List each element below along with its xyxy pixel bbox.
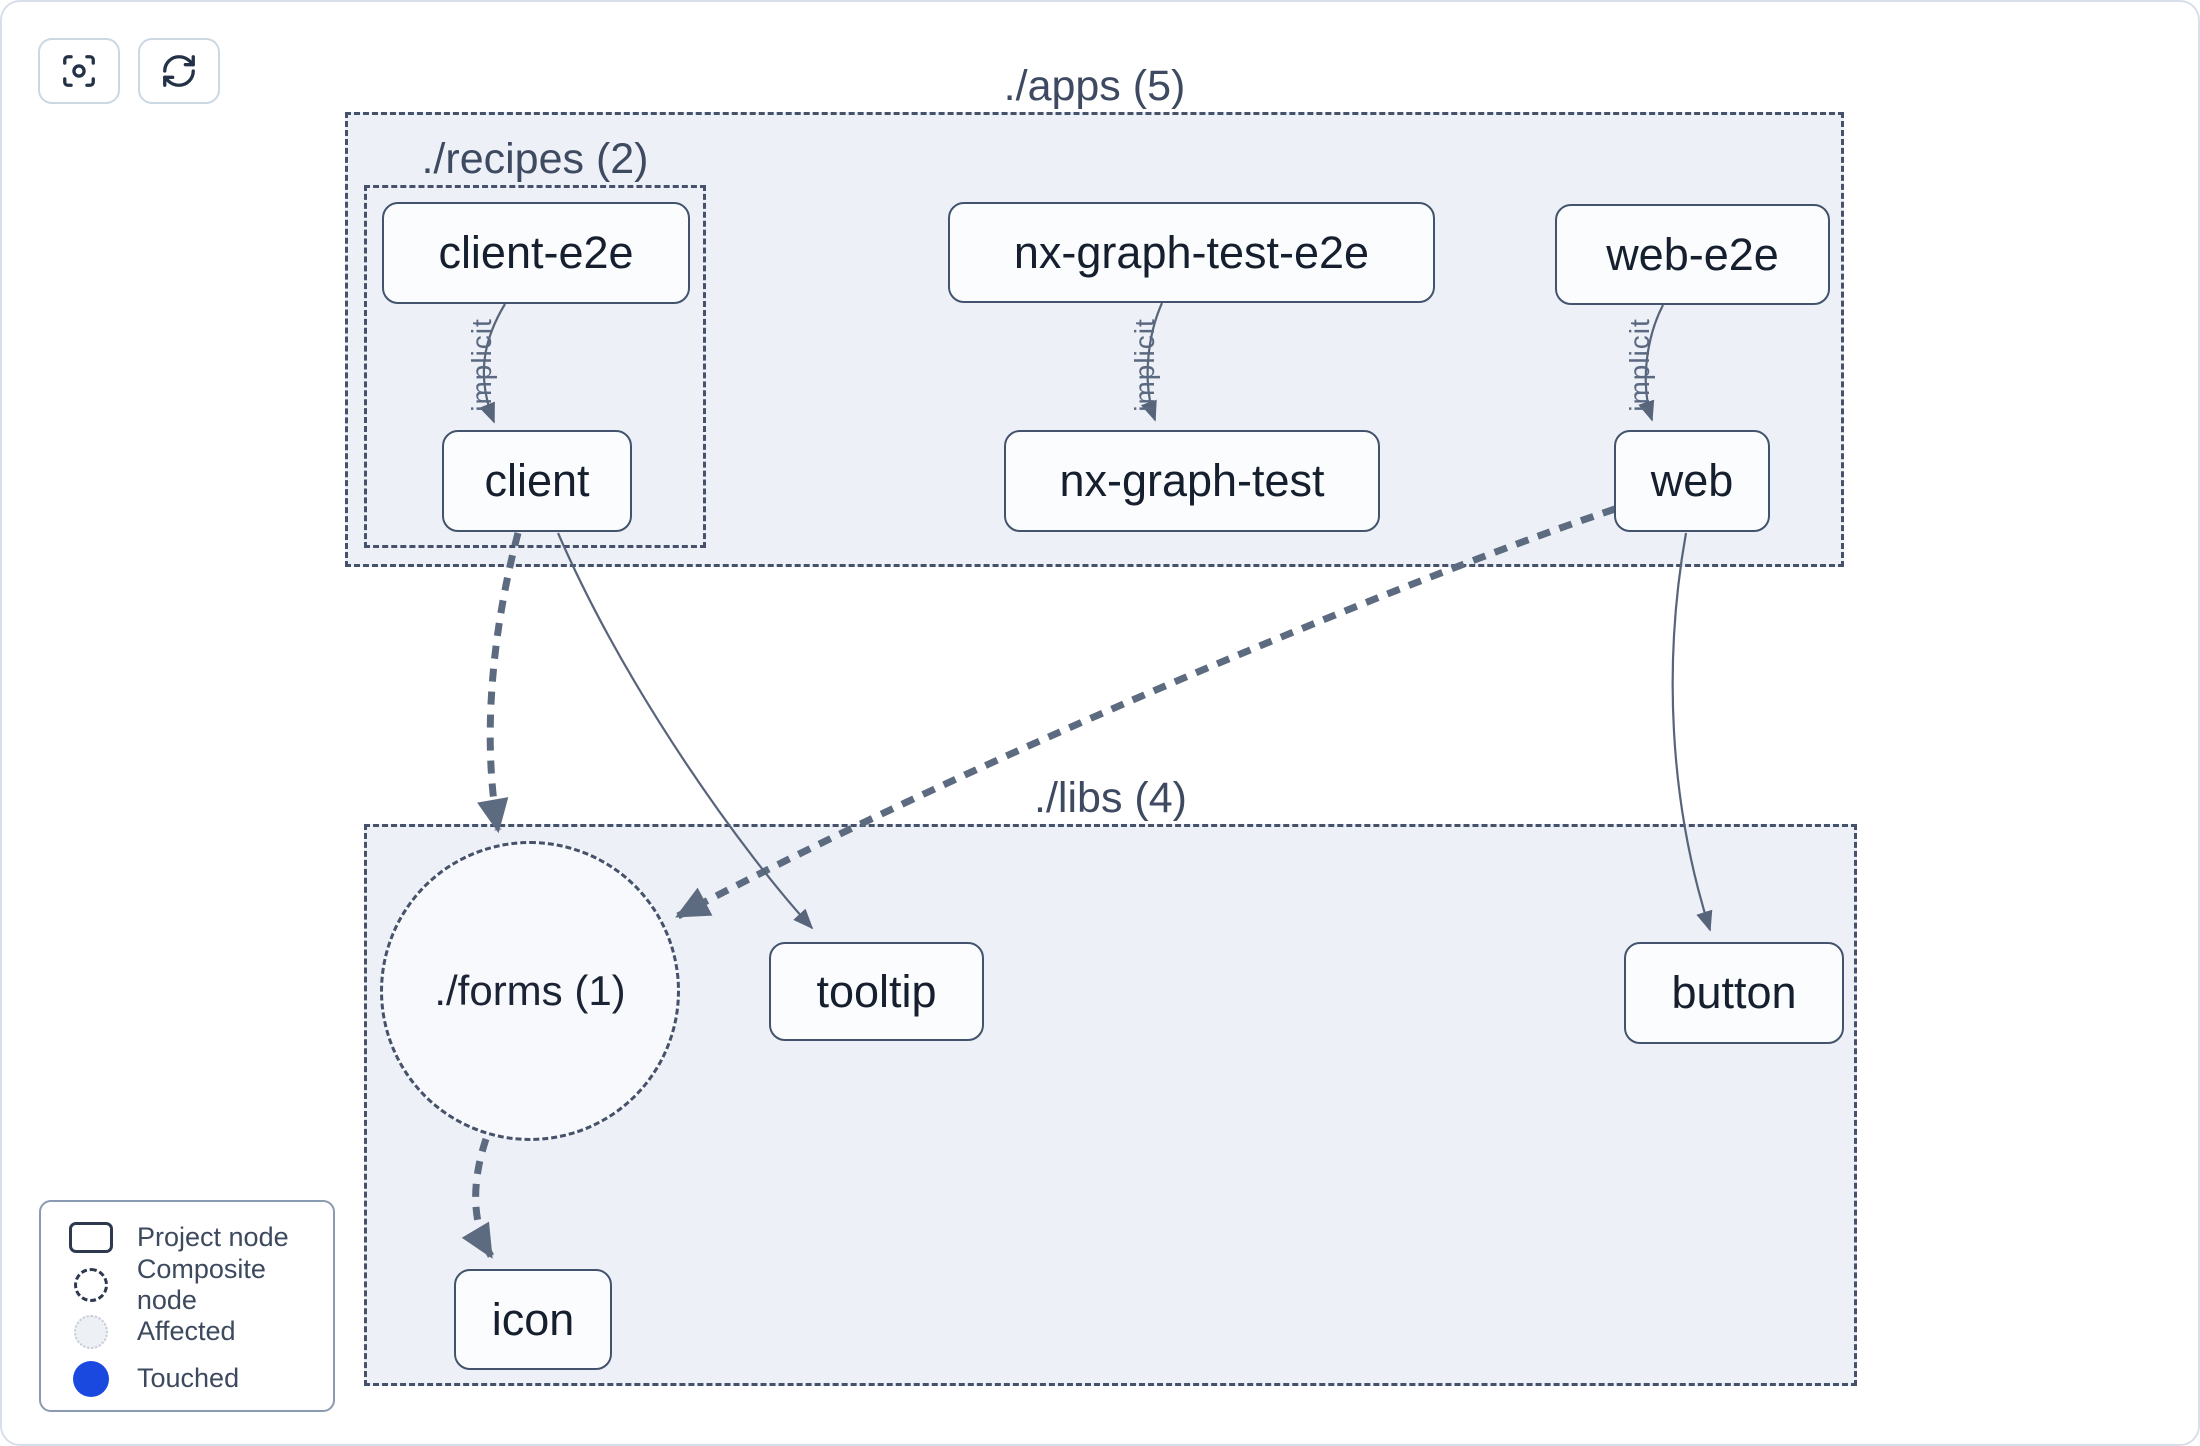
legend-label: Affected <box>137 1316 236 1346</box>
touched-swatch-box <box>67 1360 115 1397</box>
composite-node-swatch-box <box>67 1267 115 1302</box>
refresh-icon <box>163 55 195 87</box>
edge-label-implicit: implicit <box>466 318 497 412</box>
project-node-client-e2e[interactable]: client-e2e <box>382 202 690 304</box>
edge-label-implicit: implicit <box>1624 318 1655 412</box>
project-node-button[interactable]: button <box>1624 942 1844 1044</box>
group-title-apps: ./apps (5) <box>1003 62 1186 110</box>
legend-label: Composite node <box>136 1253 266 1315</box>
project-node-web-e2e[interactable]: web-e2e <box>1555 204 1830 305</box>
project-node-icon[interactable]: icon <box>454 1269 612 1370</box>
project-node-nx-graph-test-e2e[interactable]: nx-graph-test-e2e <box>948 202 1435 303</box>
legend-panel: Project node Composite node Affected Tou… <box>39 1200 335 1412</box>
project-node-swatch-box <box>67 1222 115 1253</box>
legend-label: Project node <box>137 1222 289 1252</box>
legend-item-touched: Touched <box>67 1355 333 1402</box>
project-node-web[interactable]: web <box>1614 430 1770 532</box>
composite-node-swatch <box>73 1267 108 1302</box>
legend-label: Touched <box>137 1363 240 1393</box>
affected-swatch <box>74 1314 108 1349</box>
legend-item-affected: Affected <box>67 1308 333 1355</box>
edge-label-implicit: implicit <box>1129 318 1160 412</box>
focus-icon <box>63 55 95 87</box>
legend-item-project-node: Project node <box>67 1214 333 1261</box>
project-node-nx-graph-test[interactable]: nx-graph-test <box>1004 430 1380 532</box>
project-node-swatch <box>69 1222 113 1253</box>
affected-swatch-box <box>67 1314 115 1349</box>
refresh-graph-button[interactable] <box>138 38 220 104</box>
project-node-client[interactable]: client <box>442 430 632 532</box>
project-node-tooltip[interactable]: tooltip <box>769 942 984 1041</box>
group-recipes: ./recipes (2) <box>364 135 706 548</box>
group-title-libs: ./libs (4) <box>1034 774 1187 822</box>
group-title-recipes: ./recipes (2) <box>421 135 649 183</box>
touched-swatch <box>73 1360 109 1397</box>
legend-item-composite-node: Composite node <box>67 1254 333 1315</box>
composite-node-forms[interactable]: ./forms (1) <box>380 841 680 1141</box>
reset-focus-button[interactable] <box>38 38 120 104</box>
